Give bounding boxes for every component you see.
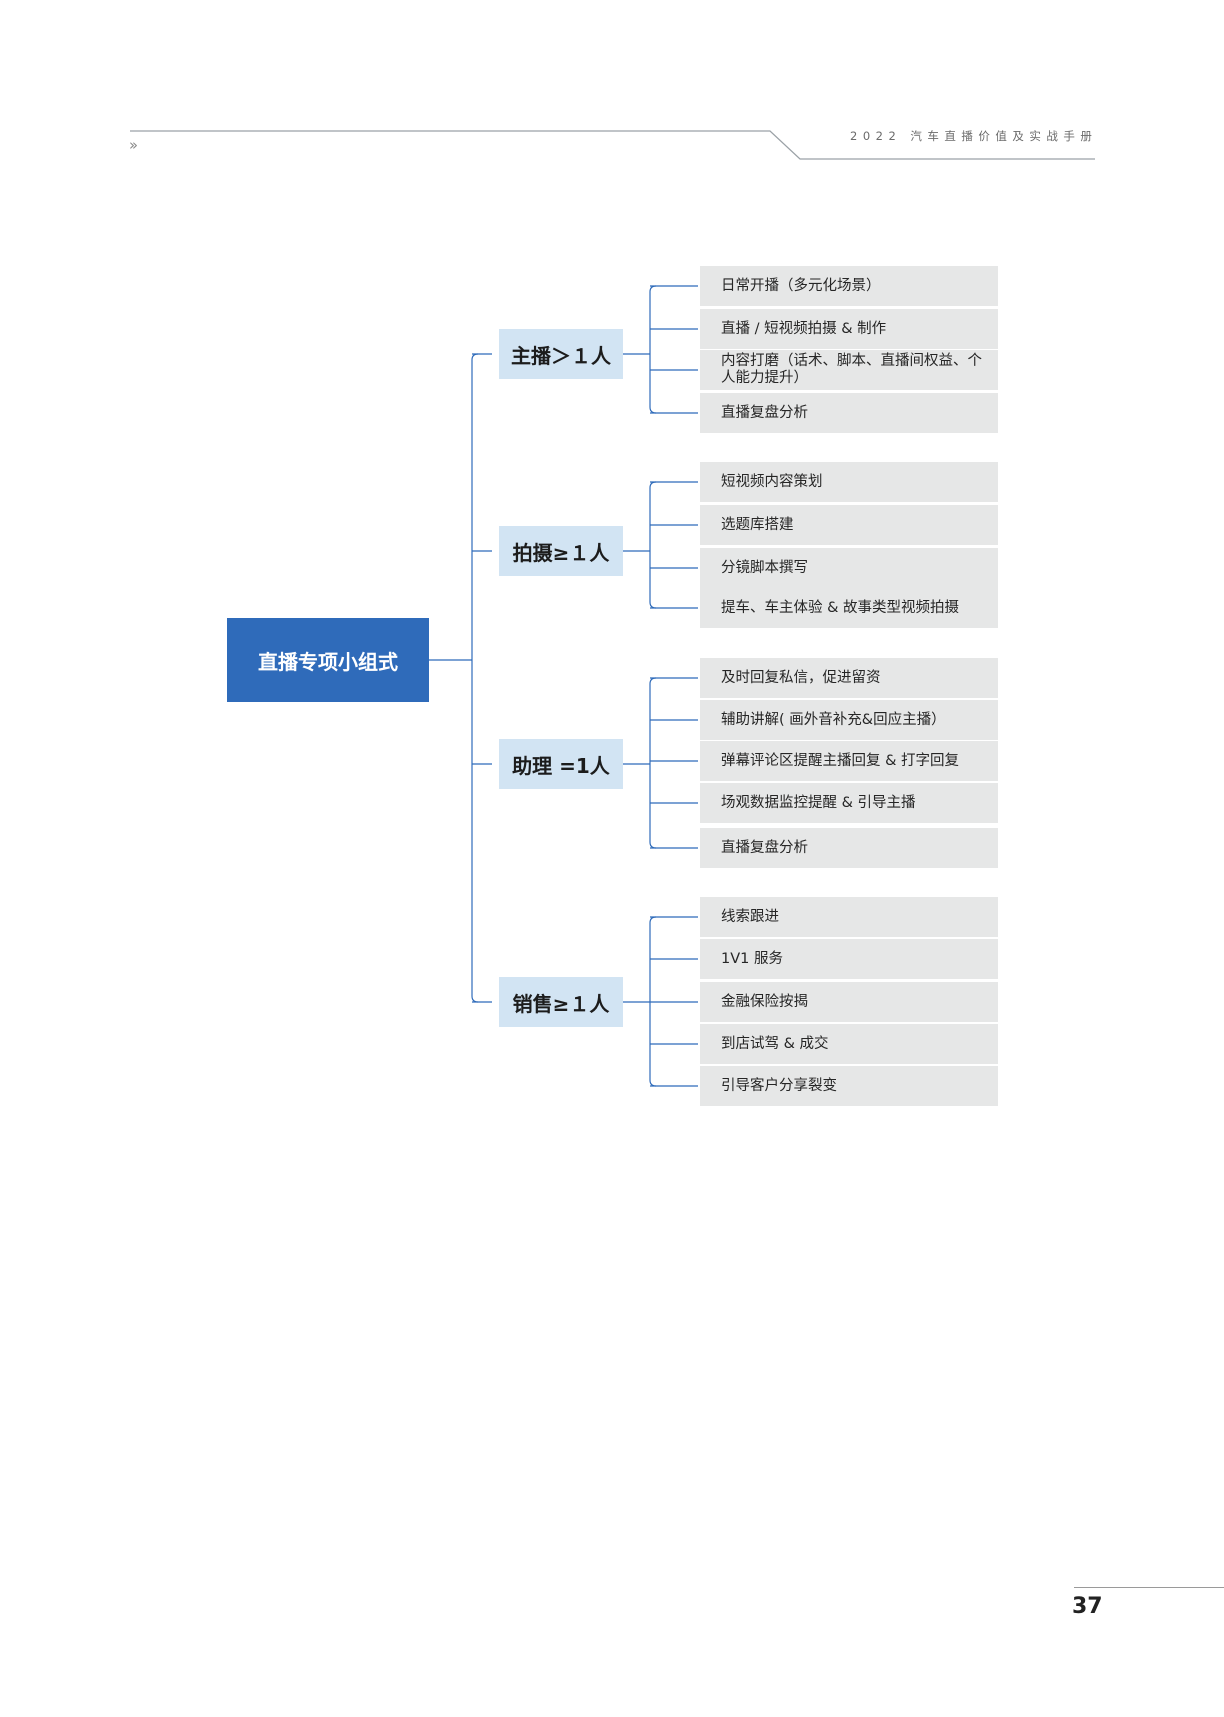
role-node-camera: 拍摄≥１人 <box>499 526 623 576</box>
task-item: 日常开播（多元化场景） <box>700 266 998 306</box>
role-node-assistant: 助理 =1人 <box>499 739 623 789</box>
task-item: 辅助讲解( 画外音补充&回应主播） <box>700 700 998 740</box>
task-item: 引导客户分享裂变 <box>700 1066 998 1106</box>
task-item: 到店试驾 & 成交 <box>700 1024 998 1064</box>
task-item: 提车、车主体验 & 故事类型视频拍摄 <box>700 588 998 628</box>
task-item: 1V1 服务 <box>700 939 998 979</box>
task-item: 内容打磨（话术、脚本、直播间权益、个人能力提升） <box>700 350 998 390</box>
page-number: 37 <box>1072 1594 1103 1619</box>
task-item: 直播复盘分析 <box>700 393 998 433</box>
task-item: 场观数据监控提醒 & 引导主播 <box>700 783 998 823</box>
chevron-right-icon: ›› <box>129 136 138 154</box>
task-item: 金融保险按揭 <box>700 982 998 1022</box>
branch-connector <box>649 481 657 609</box>
role-node-anchor: 主播＞１人 <box>499 329 623 379</box>
root-node: 直播专项小组式 <box>227 618 429 702</box>
task-item: 及时回复私信，促进留资 <box>700 658 998 698</box>
task-item: 选题库搭建 <box>700 505 998 545</box>
task-item: 分镜脚本撰写 <box>700 548 998 588</box>
branch-connector <box>649 285 657 414</box>
task-item: 短视频内容策划 <box>700 462 998 502</box>
role-node-sales: 销售≥１人 <box>499 977 623 1027</box>
task-item: 直播复盘分析 <box>700 828 998 868</box>
header-title: 2022 汽车直播价值及实战手册 <box>850 129 1098 143</box>
task-item: 直播 / 短视频拍摄 & 制作 <box>700 309 998 349</box>
task-item: 线索跟进 <box>700 897 998 937</box>
trunk-connector <box>471 353 479 1003</box>
footer-rule <box>1074 1587 1224 1588</box>
branch-connector <box>649 677 657 849</box>
task-item: 弹幕评论区提醒主播回复 & 打字回复 <box>700 741 998 781</box>
